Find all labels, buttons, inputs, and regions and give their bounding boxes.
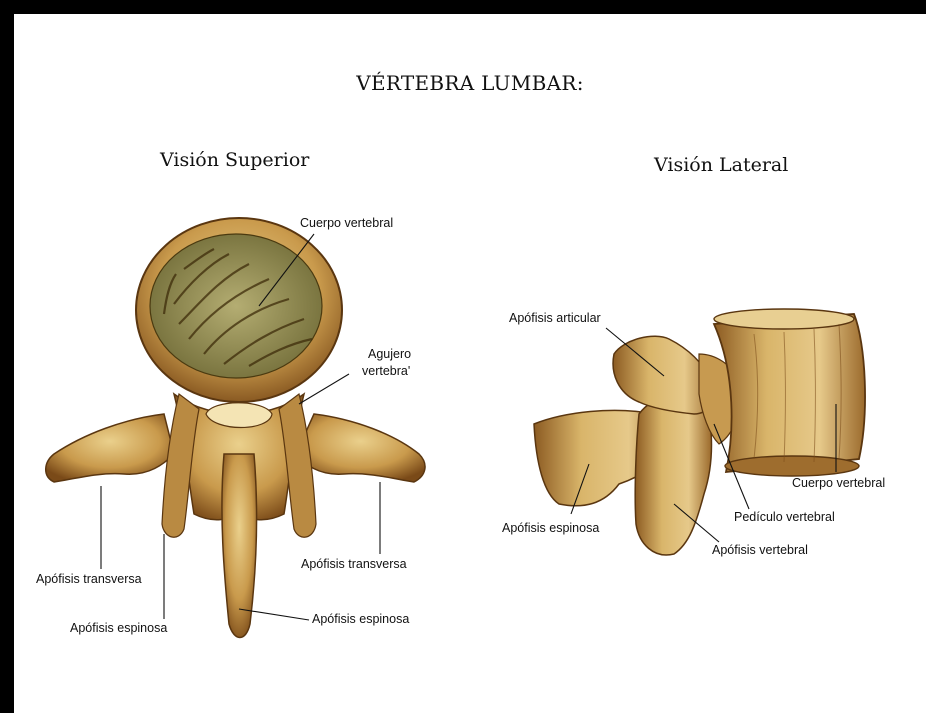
label-apofisis-espinosa-bottom: Apófisis espinosa: [312, 612, 409, 627]
label-agujero-line2: vertebra': [362, 364, 410, 379]
figure-panel: VÉRTEBRA LUMBAR: Visión Superior Visión …: [14, 14, 926, 713]
transverse-process-right: [296, 414, 425, 482]
vertebral-process-lateral: [635, 394, 711, 555]
label-apofisis-espinosa-left: Apófisis espinosa: [70, 621, 167, 636]
label-cuerpo-vertebral-lateral: Cuerpo vertebral: [792, 476, 885, 491]
vertebral-body-lateral: [714, 314, 865, 472]
label-cuerpo-vertebral-superior: Cuerpo vertebral: [300, 216, 393, 231]
label-pediculo-vertebral: Pedículo vertebral: [734, 510, 835, 525]
label-agujero-line1: Agujero: [368, 347, 411, 362]
label-apofisis-transversa-left: Apófisis transversa: [36, 572, 142, 587]
transverse-process-left: [46, 414, 174, 482]
label-apofisis-articular: Apófisis articular: [509, 311, 601, 326]
label-apofisis-espinosa-lateral: Apófisis espinosa: [502, 521, 599, 536]
vertebra-illustrations: [14, 14, 926, 713]
label-apofisis-vertebral: Apófisis vertebral: [712, 543, 808, 558]
spinous-process: [222, 454, 257, 638]
label-apofisis-transversa-right: Apófisis transversa: [301, 557, 407, 572]
